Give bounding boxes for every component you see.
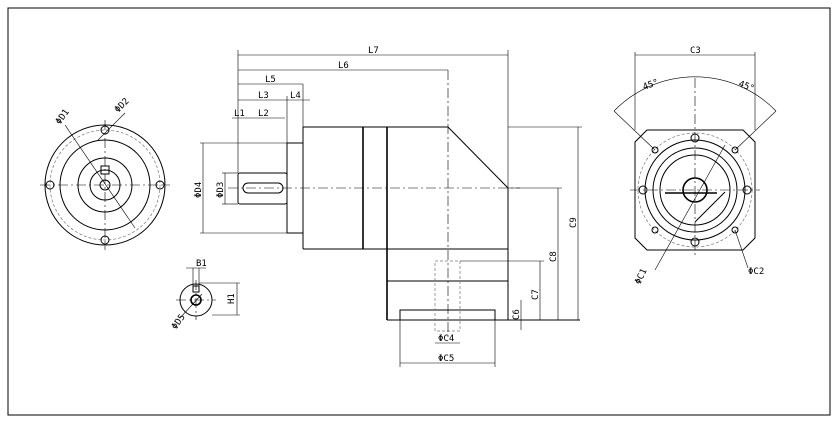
angle-left: 45° [642,78,661,93]
dim-d5: ΦD5 [170,313,188,332]
dim-l1: L1 [234,109,245,119]
dim-c4: ΦC4 [438,334,454,344]
dim-d2: ΦD2 [113,97,132,116]
dim-d3: ΦD3 [216,182,226,198]
dim-c8: C8 [549,251,559,262]
angle-right: 45° [737,79,756,94]
dim-c3: C3 [690,46,701,56]
dim-l7: L7 [368,46,379,56]
dim-c2: ΦC2 [748,267,764,277]
dim-d1: ΦD1 [54,108,72,127]
dim-l4: L4 [290,91,301,101]
side-view [200,50,582,367]
dim-c9: C9 [569,217,579,228]
shaft-section-view [176,267,240,320]
output-flange-view [613,52,777,271]
dim-l6: L6 [338,61,349,71]
dim-c1: ΦC1 [634,267,650,286]
dim-h1: H1 [227,293,237,304]
input-flange-view [40,112,170,250]
dim-l5: L5 [265,75,276,85]
dim-d4: ΦD4 [194,182,204,198]
dim-c5: ΦC5 [438,354,454,364]
dim-l3: L3 [258,91,269,101]
drawing-frame [7,7,831,416]
dim-l2: L2 [258,109,269,119]
dim-c7: C7 [531,289,541,300]
dim-b1: B1 [196,259,207,269]
dim-c6: C6 [512,309,522,320]
